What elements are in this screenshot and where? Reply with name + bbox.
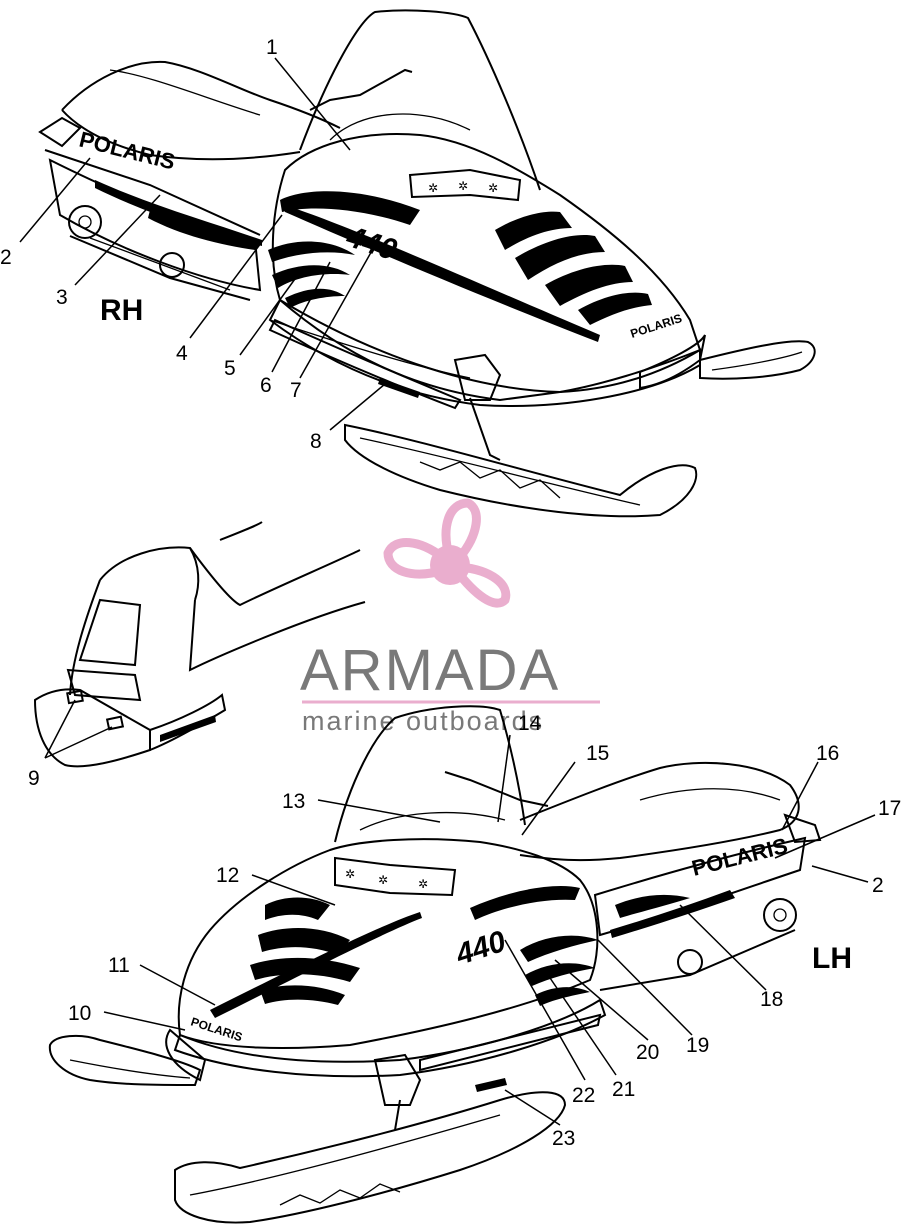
callout-6: 6 xyxy=(260,374,272,397)
callout-4: 4 xyxy=(176,342,188,365)
callout-labels-rh: 1 2 3 4 5 6 7 8 xyxy=(0,36,322,453)
callout-5: 5 xyxy=(224,357,236,380)
callout-3: 3 xyxy=(56,286,68,309)
model-decal-rh: 440 xyxy=(342,220,401,267)
callout-16: 16 xyxy=(816,742,839,765)
callout-21: 21 xyxy=(612,1078,635,1101)
callout-7: 7 xyxy=(290,379,302,402)
callout-10: 10 xyxy=(68,1002,91,1025)
callout-22: 22 xyxy=(572,1084,595,1107)
brand-decal-rear-rh: POLARIS xyxy=(77,127,178,175)
brand-decal-front-rh: POLARIS xyxy=(629,311,684,341)
hood-detail-drawing xyxy=(33,521,366,768)
svg-text:✲: ✲ xyxy=(345,867,355,881)
callout-9: 9 xyxy=(28,767,40,790)
side-label-lh: LH xyxy=(812,942,852,975)
callout-11: 11 xyxy=(108,954,130,977)
callout-labels-lh: 13 14 15 16 17 2 12 11 10 22 21 20 19 18… xyxy=(68,712,901,1150)
callout-19: 19 xyxy=(686,1034,709,1057)
callout-23: 23 xyxy=(552,1127,575,1150)
svg-text:✲: ✲ xyxy=(378,873,388,887)
callout-17: 17 xyxy=(878,797,901,820)
propeller-logo-icon xyxy=(383,498,511,608)
snowmobile-rh-drawing: POLARIS ✲ ✲ ✲ 440 POLARIS xyxy=(38,9,816,518)
callout-14: 14 xyxy=(518,712,542,735)
callout-1: 1 xyxy=(266,36,278,59)
snowmobile-lh-drawing: POLARIS ✲ ✲ ✲ 440 POLARIS xyxy=(48,705,822,1224)
side-label-rh: RH xyxy=(100,294,143,327)
armada-watermark: ARMADA marine outboards xyxy=(300,498,600,736)
callout-12: 12 xyxy=(216,864,239,887)
callout-2-lh: 2 xyxy=(872,874,884,897)
svg-text:✲: ✲ xyxy=(488,181,498,195)
svg-text:✲: ✲ xyxy=(458,179,468,193)
callout-leaders-rh xyxy=(19,57,386,431)
svg-text:✲: ✲ xyxy=(418,877,428,891)
svg-text:✲: ✲ xyxy=(428,181,438,195)
callout-8: 8 xyxy=(310,430,322,453)
callout-2-rh: 2 xyxy=(0,246,12,269)
callout-13: 13 xyxy=(282,790,305,813)
callout-18: 18 xyxy=(760,988,783,1011)
callout-15: 15 xyxy=(586,742,609,765)
model-decal-lh: 440 xyxy=(451,925,510,972)
watermark-title: ARMADA xyxy=(300,638,560,703)
callout-leaders-lh xyxy=(103,734,876,1126)
callout-leaders-hood xyxy=(44,699,113,759)
brand-decal-rear-lh: POLARIS xyxy=(689,833,790,881)
callout-20: 20 xyxy=(636,1041,659,1064)
